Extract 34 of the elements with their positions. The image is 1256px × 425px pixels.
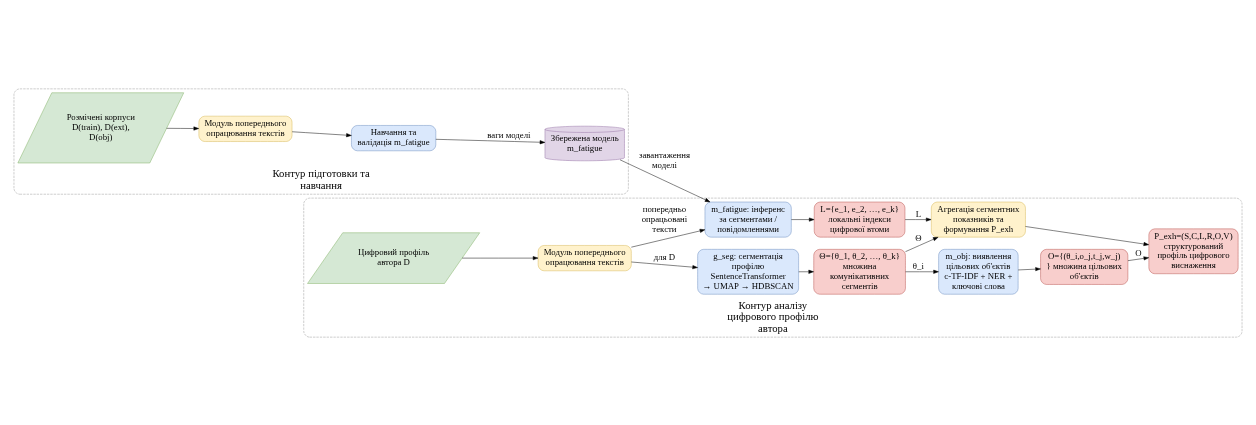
arrow (631, 261, 698, 269)
arrow (435, 138, 546, 144)
node-box: Модуль попереднього опрацювання текстів (537, 244, 632, 271)
node-box: P_exh=(S,C,L,R,O,V) структурований профіль цифрового виснаження (1148, 228, 1239, 274)
node-box: Θ={θ_1, θ_2, …, θ_k} множина комунікативних сегментів (813, 248, 906, 294)
arrow (905, 236, 939, 252)
node-box: Агрегація сегментних показників та формування P_exh (931, 201, 1026, 237)
node-box: Навчання та валідація m_fatigue (351, 124, 437, 151)
arrow (291, 131, 352, 137)
edge-label: Θ (915, 232, 922, 243)
arrow (166, 126, 199, 130)
edge-label: O (1135, 247, 1142, 258)
edge-label: ваги моделі (487, 129, 531, 140)
arrow (791, 217, 815, 222)
arrow (798, 269, 814, 274)
node-box: Модуль попереднього опрацювання текстів (198, 115, 293, 142)
edge-label: θ_i (912, 260, 924, 271)
edge-label: для D (653, 251, 676, 262)
node-box: O={(θ_i,o_j,t_j,w_j)} множина цільових об'єктів (1040, 248, 1129, 285)
node-box: L={e_1, e_2, …, e_k} локальні індекси цифрової втоми (814, 201, 906, 237)
node-box: g_seg: сегментація профілю SentenceTransformer → UMAP → HDBSCAN (697, 248, 799, 294)
arrow (631, 228, 706, 247)
arrow (905, 269, 939, 274)
arrow (619, 159, 711, 202)
edge-label: L (915, 208, 922, 219)
arrow (904, 217, 932, 222)
arrow (1127, 255, 1149, 261)
edge-label: попередньо опрацьовані тексти (641, 203, 688, 233)
edge-label: завантаження моделі (638, 149, 690, 170)
node-box: m_fatigue: інференс за сегментами / повідомленнями (704, 201, 792, 237)
arrow (1025, 225, 1149, 246)
arrow (1017, 266, 1041, 271)
arrow (461, 255, 539, 260)
node-box: m_obj: виявлення цільових об'єктів c-TF-IDF + NER + ключові слова (938, 248, 1019, 294)
